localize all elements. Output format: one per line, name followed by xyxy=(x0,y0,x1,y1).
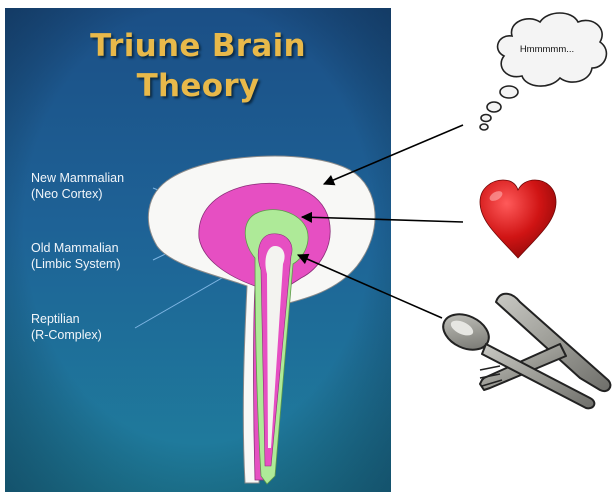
thought-bubble-text: Hmmmmm... xyxy=(507,44,587,55)
spoon-fork-knife-icon xyxy=(437,294,610,409)
arrow-to-neo-cortex xyxy=(324,125,463,184)
arrow-to-reptilian xyxy=(298,255,442,318)
arrow-to-limbic xyxy=(302,217,463,222)
thought-bubble-icon xyxy=(480,13,606,130)
heart-icon xyxy=(480,180,556,258)
annotation-arrows xyxy=(298,125,463,318)
